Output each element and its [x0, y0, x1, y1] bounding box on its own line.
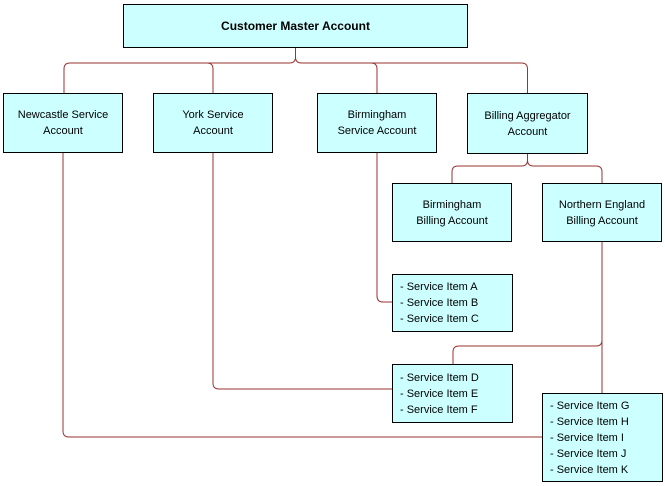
service-item-line: - Service Item G [550, 399, 630, 412]
connector-york-to-items-def [212, 153, 392, 390]
connector-birmingham-service-to-items-abc [376, 153, 392, 303]
connector-master-to-newcastle [63, 56, 296, 93]
node-label: Customer Master Account [221, 19, 370, 33]
service-item-line: - Service Item B [400, 297, 479, 309]
service-item-list: - Service Item A - Service Item B - Servic… [393, 279, 479, 327]
node-label: Newcastle Service Account [17, 109, 109, 137]
node-service-items-ghijk: - Service Item G - Service Item H - Servic… [542, 393, 663, 482]
service-item-line: - Service Item J [550, 447, 627, 460]
service-item-line: - Service Item K [550, 463, 629, 476]
service-item-line: - Service Item H [550, 415, 629, 428]
connector-aggregator-to-birmingham-billing [451, 159, 528, 183]
node-service-items-def: - Service Item D - Service Item E - Servic… [392, 364, 513, 423]
service-item-line: - Service Item E [400, 387, 479, 400]
service-item-list: - Service Item D - Service Item E - Servic… [393, 370, 479, 418]
node-newcastle-service-account: Newcastle Service Account [3, 93, 123, 153]
connector-master-to-york [206, 62, 214, 93]
service-item-list: - Service Item G - Service Item H - Servic… [543, 398, 629, 478]
connector-northern-billing-to-items-def [452, 339, 603, 364]
node-label: York Service Account [182, 109, 244, 137]
connector-newcastle-to-items-ghijk [62, 153, 542, 438]
node-customer-master-account: Customer Master Account [123, 4, 468, 48]
node-birmingham-service-account: Birmingham Service Account [317, 93, 437, 153]
connector-aggregator-to-northern-billing [527, 159, 603, 183]
node-label: Billing Aggregator Account [484, 109, 571, 138]
connector-master-to-billing-aggregator [295, 56, 528, 93]
node-label: Northern England Billing Account [558, 198, 646, 227]
node-label: Birmingham Billing Account [416, 198, 488, 227]
service-item-line: - Service Item C [400, 313, 479, 325]
connector-master-to-birmingham-service [370, 62, 378, 93]
service-item-line: - Service Item I [550, 431, 624, 444]
service-item-line: - Service Item D [400, 371, 479, 384]
node-york-service-account: York Service Account [153, 93, 273, 153]
node-northern-england-billing-account: Northern England Billing Account [542, 183, 662, 242]
service-item-line: - Service Item F [400, 403, 478, 416]
service-item-line: - Service Item A [400, 281, 478, 293]
node-birmingham-billing-account: Birmingham Billing Account [392, 183, 512, 242]
node-service-items-abc: - Service Item A - Service Item B - Servic… [392, 274, 513, 332]
node-billing-aggregator-account: Billing Aggregator Account [467, 93, 588, 154]
node-label: Birmingham Service Account [337, 109, 417, 137]
